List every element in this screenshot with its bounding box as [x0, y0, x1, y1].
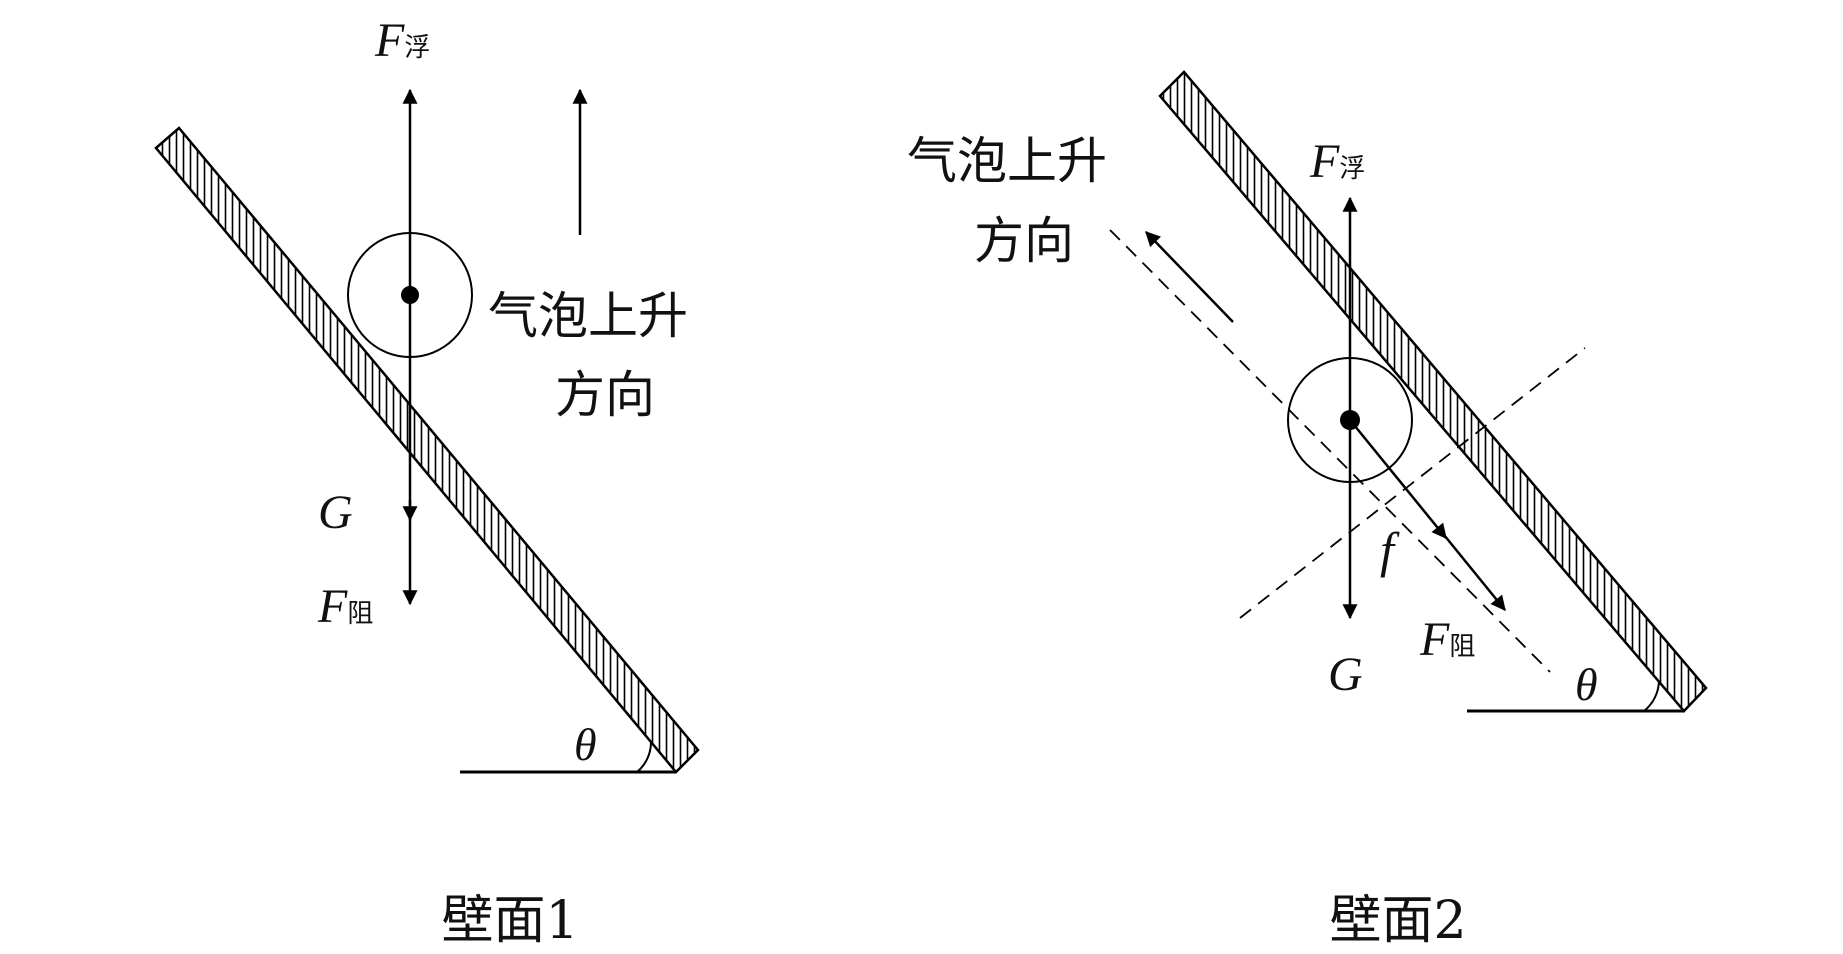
wall2-rise-label-line1: 气泡上升 [907, 132, 1107, 190]
wall2-rise-direction-arrow [1145, 231, 1234, 323]
wall1-angle-label: θ [574, 719, 597, 770]
wall2-panel: F浮 G F阻 f θ 气泡上升 方向 壁面2 [907, 70, 1708, 951]
wall1-rise-label-line1: 气泡上升 [488, 287, 688, 345]
wall2-gravity-label: G [1328, 648, 1363, 701]
wall2-friction-label: f [1380, 522, 1400, 578]
wall2-surface [1158, 70, 1708, 713]
wall2-drag-label: F阻 [1419, 613, 1475, 666]
wall2-dashed-axis-normal [1239, 347, 1586, 619]
wall2-rise-label-line2: 方向 [974, 212, 1074, 270]
wall2-friction-arrow [1349, 419, 1447, 539]
wall1-rise-label-line2: 方向 [555, 366, 655, 424]
wall1-drag-label: F阻 [317, 580, 373, 633]
wall2-angle-arc [1643, 680, 1660, 712]
wall1-panel: F浮 G F阻 θ 气泡上升 方向 壁面1 [154, 14, 700, 951]
wall2-angle-label: θ [1575, 659, 1598, 710]
wall2-dashed-axis-parallel [1109, 229, 1551, 673]
wall1-buoyancy-label: F浮 [374, 14, 430, 67]
wall2-caption: 壁面2 [1329, 891, 1466, 951]
wall2-buoyancy-label: F浮 [1309, 135, 1365, 188]
wall1-angle-arc [636, 741, 653, 773]
wall1-surface [154, 126, 700, 774]
wall1-gravity-label: G [318, 486, 353, 539]
wall1-caption: 壁面1 [441, 891, 578, 951]
wall2-drag-arrow [1439, 529, 1506, 611]
